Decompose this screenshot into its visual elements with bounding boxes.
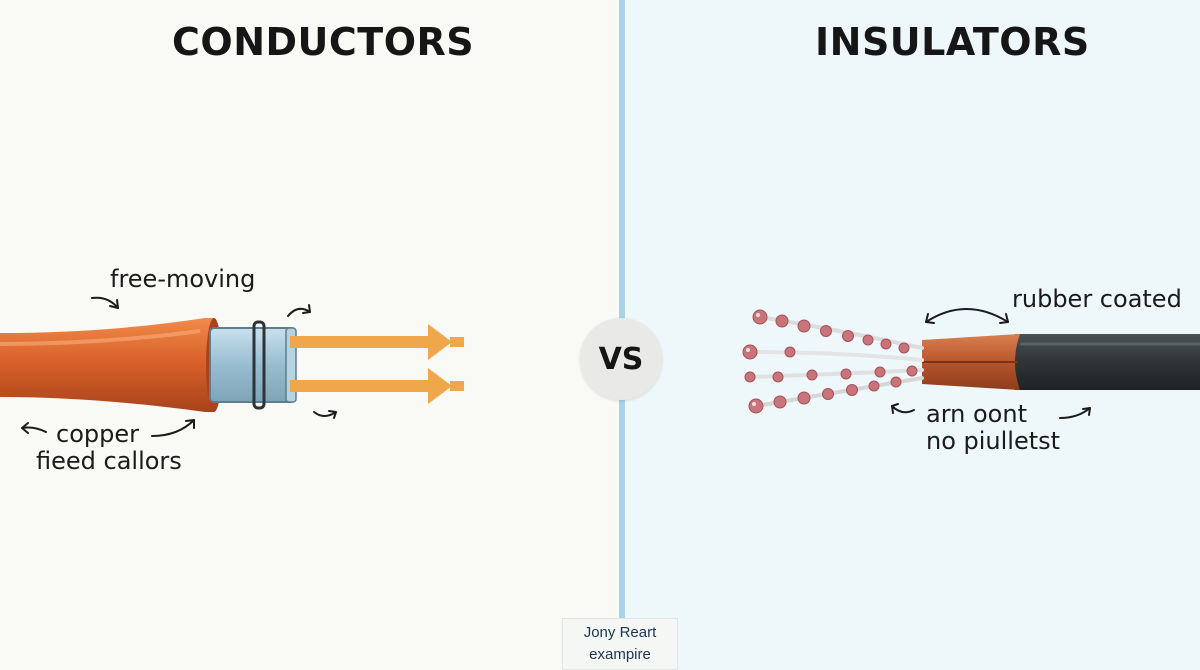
exposed-strands: [748, 315, 924, 408]
vs-badge: VS: [580, 318, 662, 400]
label-rubber-coated: rubber coated: [1012, 285, 1182, 313]
label-fieed-callors: fieed callors: [36, 447, 182, 475]
label-copper: copper: [56, 420, 139, 448]
insulated-cable: [922, 334, 1200, 390]
label-free-moving: free-moving: [110, 265, 256, 293]
label-no-piulletst: no piulletst: [926, 427, 1061, 455]
current-arrow-upper: [290, 324, 464, 360]
metal-sleeve: [209, 320, 297, 410]
insulator-curved-arrows: [891, 308, 1091, 419]
charge-beads: [742, 309, 918, 414]
bead-highlights: [746, 313, 760, 406]
copper-cable: [0, 318, 222, 412]
conductor-curved-arrows: [21, 296, 337, 437]
current-arrow-lower: [290, 368, 464, 404]
watermark-line1: Jony Reart: [583, 624, 657, 641]
watermark-line2: exampire: [589, 646, 651, 663]
insulators-title: INSULATORS: [815, 20, 1090, 64]
watermark-logo: Jony Reart exampire: [562, 618, 678, 670]
conductors-title: CONDUCTORS: [172, 20, 475, 64]
label-arn-oont: arn oont: [926, 400, 1027, 428]
